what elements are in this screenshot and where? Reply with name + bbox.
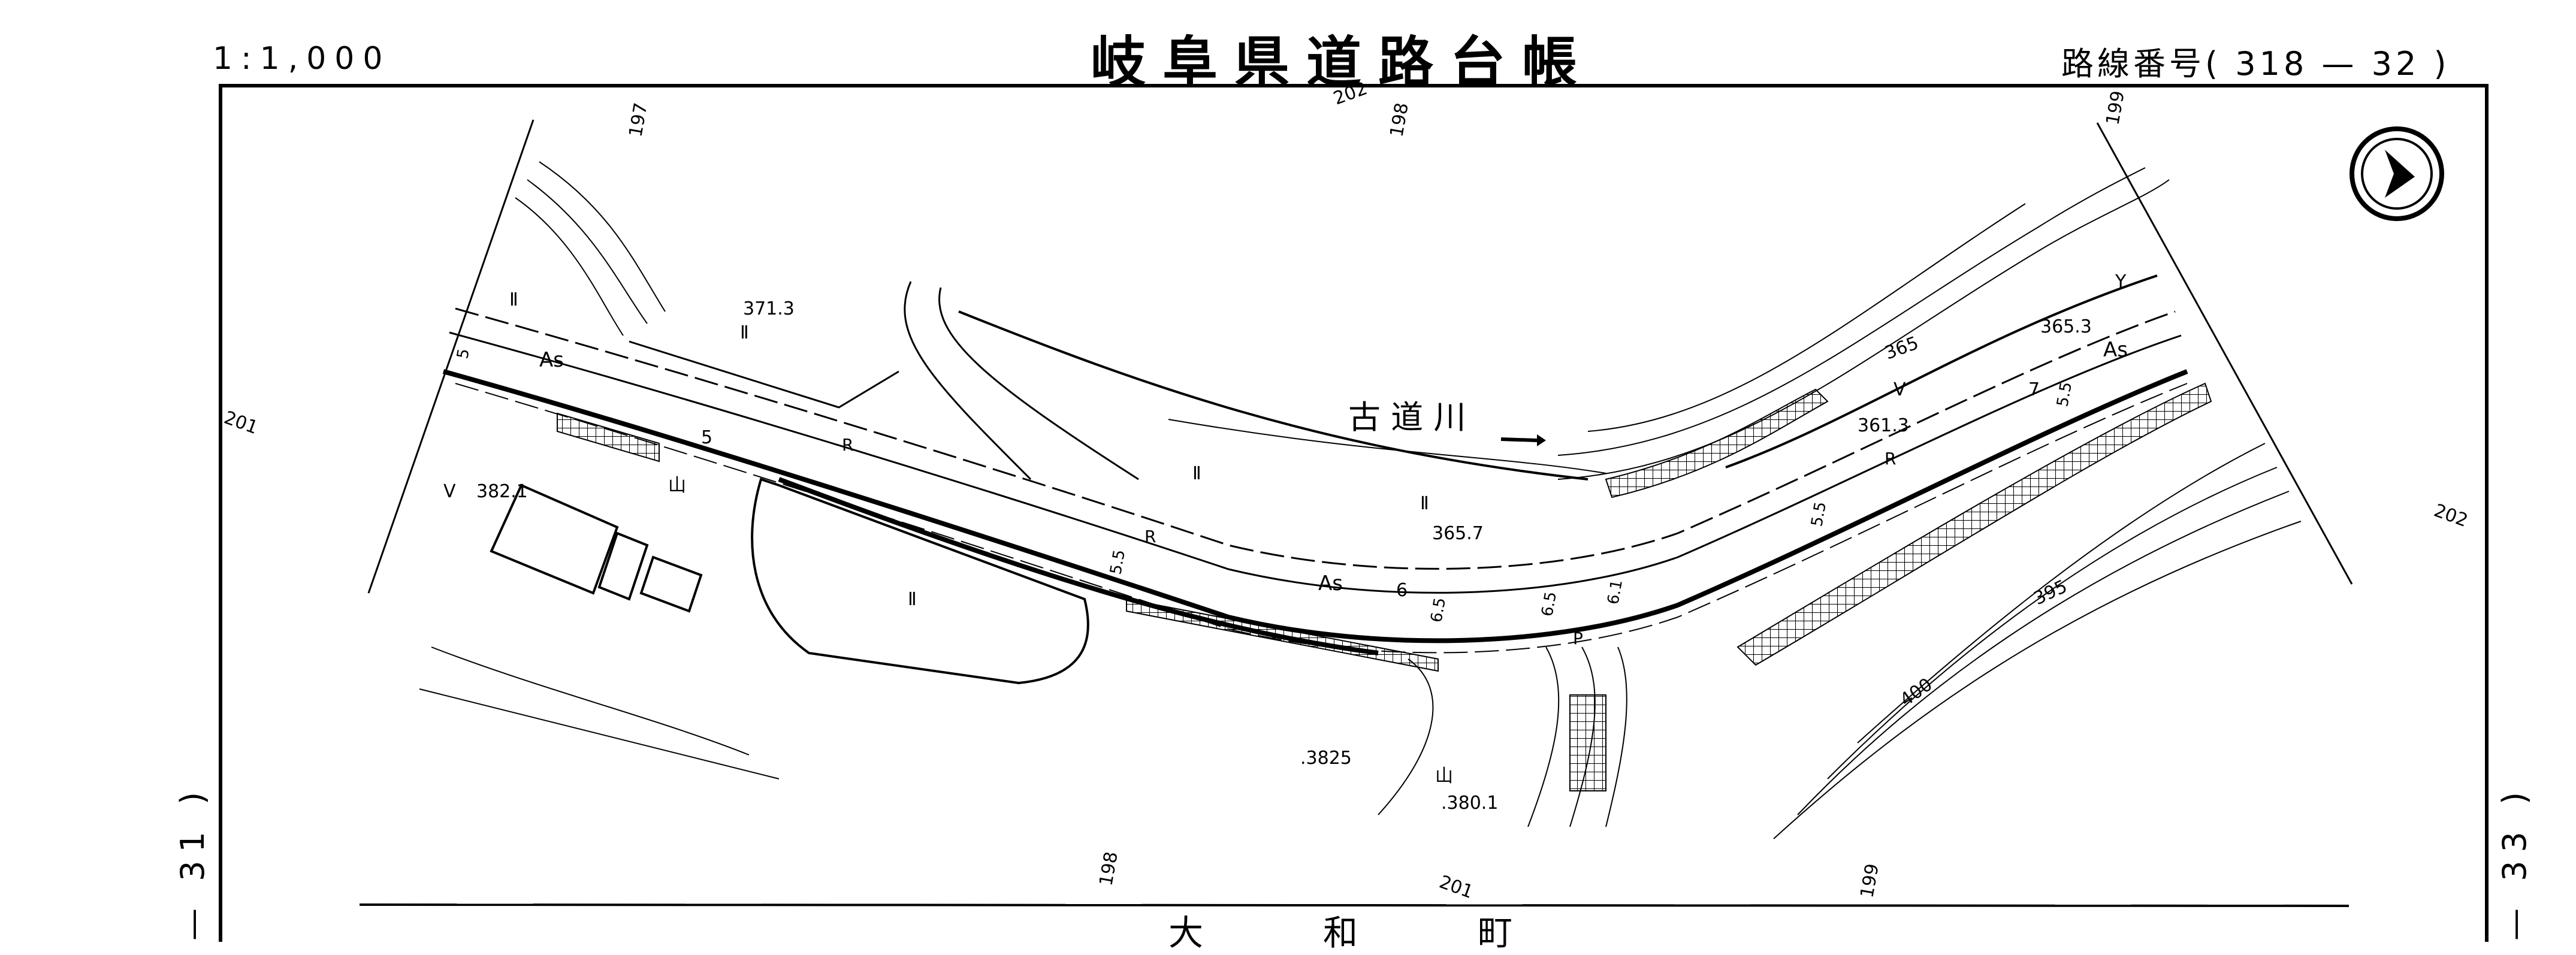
retaining-wall <box>557 382 2212 791</box>
land-symbol: Ⅱ <box>740 322 749 343</box>
elevation-label: 361.3 <box>1858 415 1909 436</box>
width-label: 6.5 <box>1427 596 1449 624</box>
grid-label: 202 <box>2431 500 2471 531</box>
land-symbol: 山 <box>668 475 686 496</box>
grid-label: 202 <box>1331 78 1370 109</box>
elevation-label: 371.3 <box>743 298 795 319</box>
surface-label: R <box>1144 527 1156 546</box>
width-label: 7 <box>2028 379 2040 400</box>
grid-labels: 197 202 198 199 201 202 198 201 199 <box>221 78 2471 903</box>
elevation-label: .3825 <box>1300 748 1352 769</box>
river-label: 古 道 川 <box>1348 398 1546 446</box>
land-symbol: V <box>443 481 456 502</box>
width-label: 5.5 <box>1808 500 1830 528</box>
land-use-symbols: Ⅱ Ⅱ Ⅱ Ⅱ Ⅱ V V Y 山 山 <box>443 271 2127 787</box>
land-symbol: Ⅱ <box>908 589 917 610</box>
width-label: 5 <box>454 347 473 361</box>
surface-label: As <box>2103 338 2128 362</box>
width-label: 5 <box>701 427 712 448</box>
width-label: 6 <box>1396 580 1408 601</box>
width-label: 5.5 <box>2053 380 2076 408</box>
elevation-label: 365.7 <box>1432 523 1484 544</box>
surface-label: R <box>1885 449 1896 469</box>
grid-label: 199 <box>2102 89 2128 126</box>
elevation-label: .380.1 <box>1441 793 1498 814</box>
contour-lines <box>419 161 2302 839</box>
elevation-label: 365.3 <box>2040 316 2092 337</box>
grid-label: 197 <box>625 101 651 138</box>
grid-label: 198 <box>1095 850 1122 887</box>
elevation-labels: 371.3 382.1 365.7 361.3 365.3 .3825 .380… <box>476 298 2092 814</box>
building <box>490 478 1089 685</box>
route-number: 路線番号( 318 — 32 ) <box>2061 45 2450 83</box>
land-symbol: V <box>1894 379 1906 400</box>
sheet-boundary <box>367 119 2353 594</box>
map-frame <box>219 84 2489 942</box>
land-symbol: Ⅱ <box>1192 463 1201 484</box>
north-arrow-icon <box>2349 126 2444 221</box>
surface-label: R <box>842 435 853 455</box>
map-scale: 1:1,000 <box>213 41 391 77</box>
surface-label: As <box>539 348 564 372</box>
grid-label: 198 <box>1386 101 1412 138</box>
surface-label: As <box>1318 572 1343 596</box>
grid-label: 199 <box>1856 862 1883 899</box>
land-symbol: Ⅱ <box>1420 493 1429 514</box>
river-name: 古 道 川 <box>1348 398 1466 436</box>
land-symbol: 山 <box>1435 766 1453 787</box>
land-symbol: Ⅱ <box>509 289 518 310</box>
road <box>442 274 2188 655</box>
elevation-label: 382.1 <box>476 481 528 502</box>
elevation-label: 365 <box>1882 333 1922 364</box>
land-symbol: Y <box>2115 271 2127 292</box>
width-label: 5.5 <box>1107 548 1129 576</box>
p-label: P <box>1573 628 1583 648</box>
grid-label: 201 <box>221 407 261 439</box>
right-arrow-icon <box>1500 434 1546 446</box>
width-label: 6.1 <box>1604 578 1626 606</box>
grid-label: 201 <box>1436 872 1476 903</box>
width-label: 6.5 <box>1538 590 1560 618</box>
road-labels: As As As R R R P 5 5.5 5 6 6.5 6.5 6.1 5… <box>454 338 2128 648</box>
